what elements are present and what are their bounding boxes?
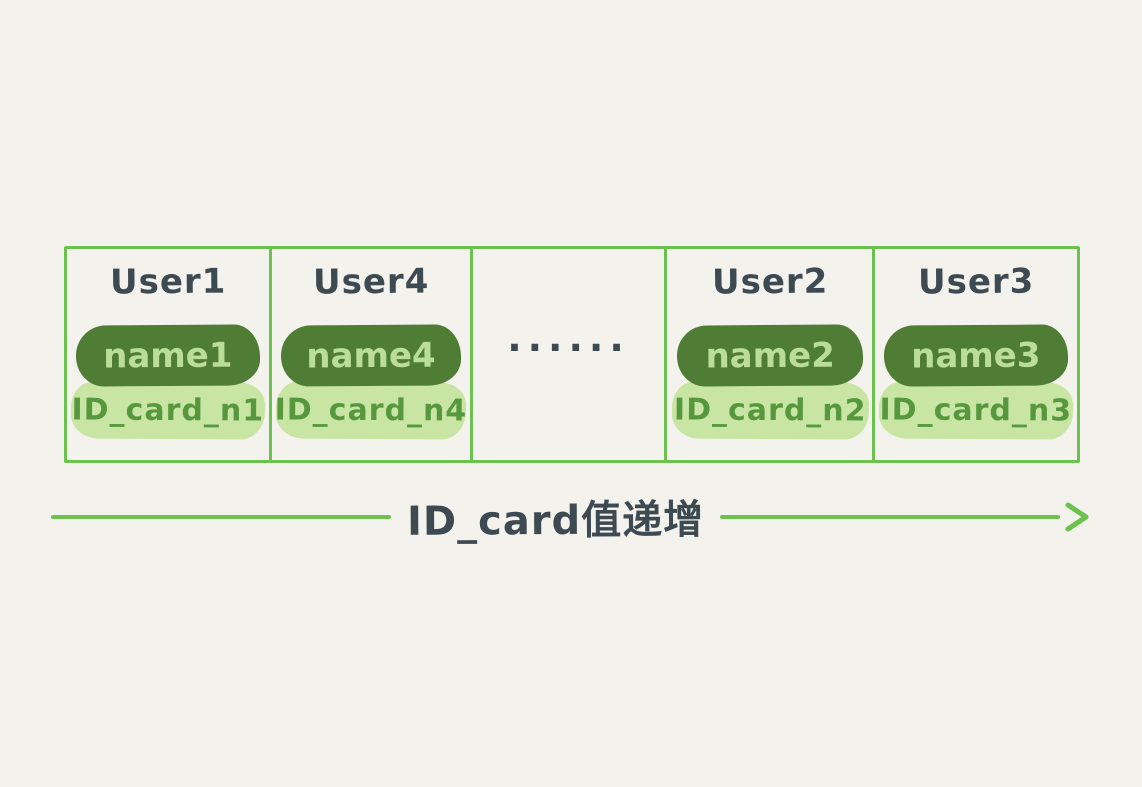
name-pill: name3 xyxy=(884,324,1069,387)
arrow-head-icon xyxy=(1065,502,1089,532)
id-card-pill: ID_card_n1 xyxy=(70,381,265,440)
name-pill: name1 xyxy=(75,324,260,387)
user-title: User1 xyxy=(109,261,227,303)
id-card-pill: ID_card_n3 xyxy=(879,381,1074,440)
name-pill: name4 xyxy=(280,324,461,387)
user-slots-table: User1 name1 ID_card_n1 User4 name4 ID_ca… xyxy=(64,246,1080,463)
user-cell-3: User3 name3 ID_card_n3 xyxy=(875,249,1077,460)
name-pill: name2 xyxy=(676,324,864,387)
ellipsis-dots: ...... xyxy=(507,316,630,360)
user-cell-4: User4 name4 ID_card_n4 xyxy=(272,249,473,460)
arrow-line-right xyxy=(720,515,1060,519)
id-card-pill: ID_card_n2 xyxy=(671,381,869,440)
user-title: User3 xyxy=(917,261,1035,303)
user-title: User2 xyxy=(711,261,829,303)
user-cell-2: User2 name2 ID_card_n2 xyxy=(667,249,876,460)
id-card-pill: ID_card_n4 xyxy=(274,381,467,440)
ellipsis-cell: ...... xyxy=(473,249,668,460)
id-card-axis: ID_card值递增 xyxy=(51,492,1092,545)
arrow-label: ID_card值递增 xyxy=(406,497,705,545)
arrow-line-left xyxy=(51,515,391,519)
user-title: User4 xyxy=(312,261,430,303)
user-cell-1: User1 name1 ID_card_n1 xyxy=(67,249,272,460)
